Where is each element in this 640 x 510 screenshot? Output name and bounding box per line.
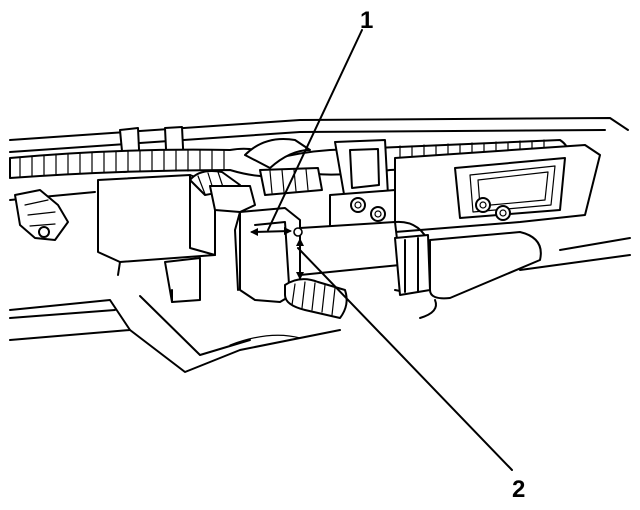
callout-leaders [267, 29, 513, 471]
callout-1-label: 1 [360, 7, 373, 34]
lower-hose [284, 278, 348, 319]
module-box [97, 174, 216, 303]
measurement-marks [250, 227, 304, 280]
bolt-head-1 [350, 197, 366, 213]
bolt-head-2 [370, 206, 386, 222]
reference-point [293, 227, 303, 237]
leader-line-1 [267, 29, 363, 231]
leader-line-2 [297, 247, 513, 471]
bolt-head-3 [475, 197, 491, 213]
callout-2-label: 2 [512, 476, 525, 503]
left-bracket [14, 189, 69, 241]
harness-bracket [329, 139, 396, 236]
bolt-head-4 [495, 205, 511, 221]
shield-plate [394, 144, 601, 233]
frame-rails [9, 117, 631, 373]
